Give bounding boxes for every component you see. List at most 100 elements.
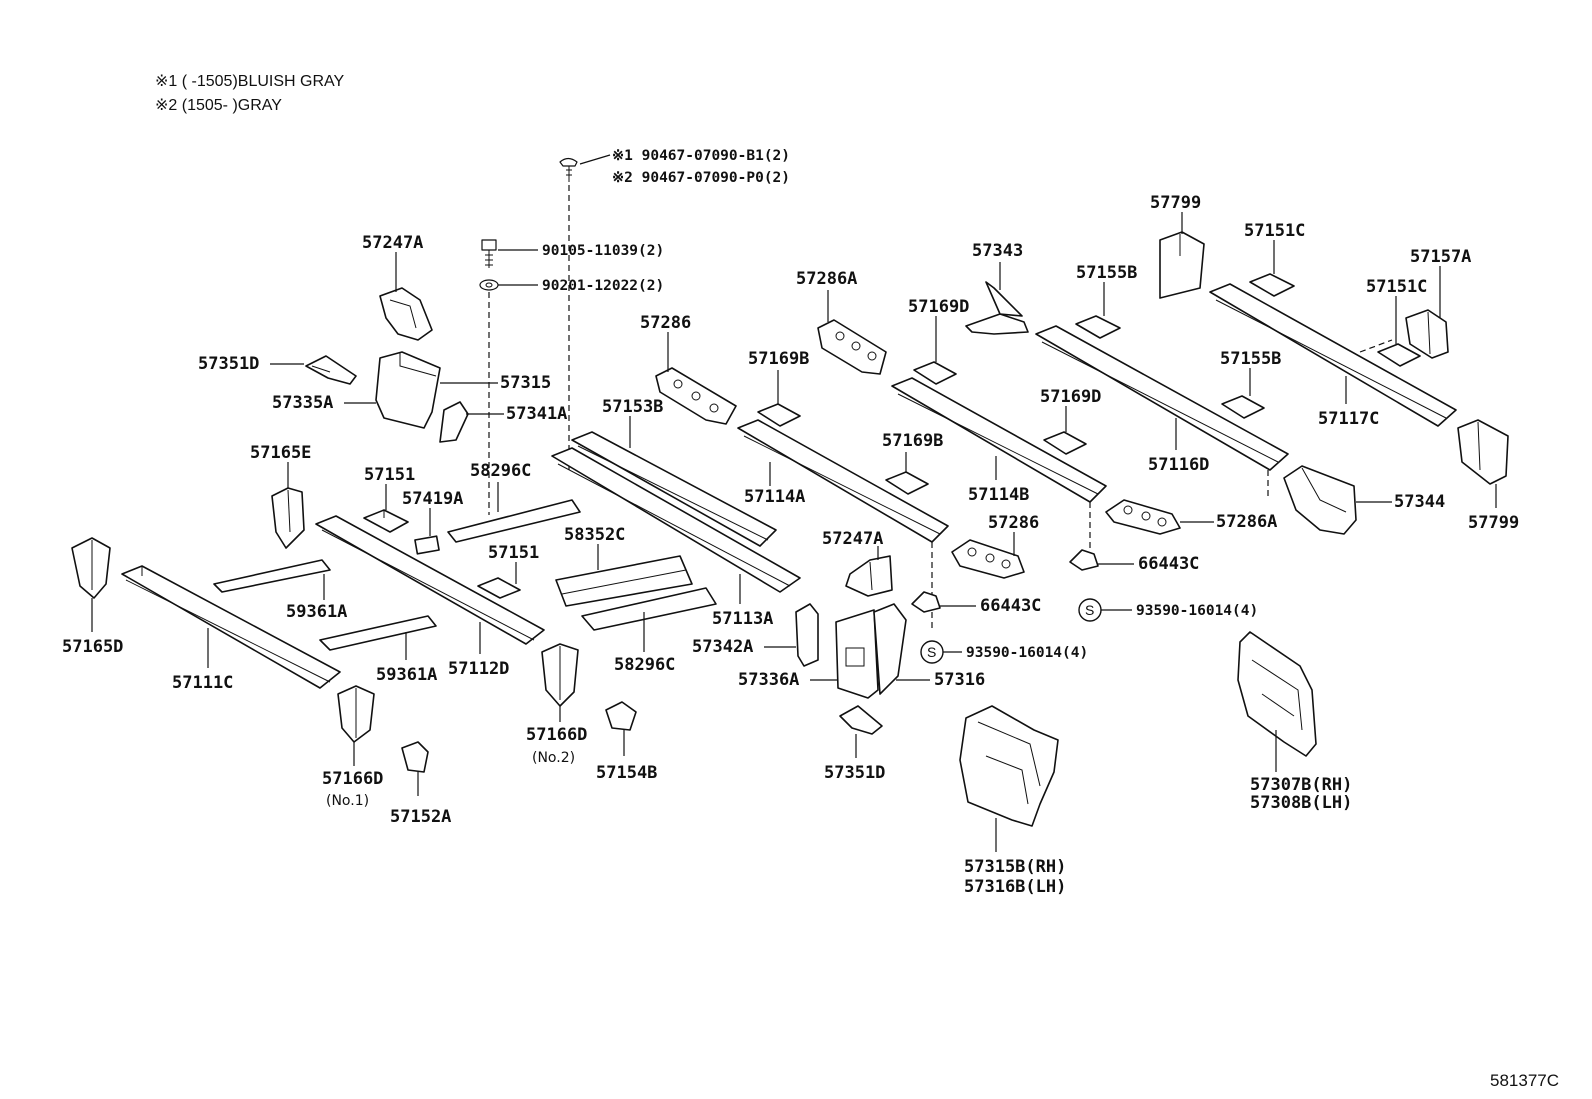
label-57336A: 57336A [738, 670, 799, 690]
part-58352C[interactable] [555, 555, 693, 607]
part-57166D-no1[interactable] [337, 685, 375, 743]
part-57799-bottom[interactable] [1457, 419, 1509, 485]
fastener-label-clip-1: ※1 90467-07090-B1(2) [612, 148, 790, 164]
label-57151-a: 57151 [364, 465, 415, 485]
part-57151C-b[interactable] [1377, 343, 1421, 367]
part-57247A-top[interactable] [379, 287, 433, 341]
part-57169B-b[interactable] [885, 471, 929, 495]
part-57286-b[interactable] [951, 539, 1025, 579]
part-57117C-rail[interactable] [1209, 283, 1457, 427]
part-57335A[interactable] [375, 351, 441, 429]
part-57351D-top[interactable] [305, 355, 357, 385]
label-57316: 57316 [934, 670, 985, 690]
part-57151-a[interactable] [363, 509, 409, 533]
label-57166D-no1-sub: (No.1) [326, 793, 369, 809]
label-57344: 57344 [1394, 492, 1445, 512]
part-58296C-top[interactable] [447, 499, 581, 543]
label-66443C-a: 66443C [980, 596, 1041, 616]
label-57169D-a: 57169D [908, 297, 969, 317]
part-57114B-rail[interactable] [891, 377, 1107, 503]
label-57117C: 57117C [1318, 409, 1379, 429]
label-59361A-b: 59361A [376, 665, 437, 685]
screw-symbol-b[interactable]: S [1078, 598, 1102, 622]
part-57151C-a[interactable] [1249, 273, 1295, 297]
label-57342A: 57342A [692, 637, 753, 657]
label-57307B: 57307B(RH) [1250, 775, 1352, 795]
label-57111C: 57111C [172, 673, 233, 693]
part-57152A[interactable] [401, 741, 429, 773]
label-57335A: 57335A [272, 393, 333, 413]
clip-part[interactable] [559, 157, 578, 183]
part-57316[interactable] [873, 603, 907, 695]
bolt-part[interactable] [481, 239, 497, 268]
part-57286A-top[interactable] [817, 319, 887, 375]
part-57286A-bottom[interactable] [1105, 499, 1181, 535]
note-bluish-gray: ※1 ( -1505)BLUISH GRAY [155, 73, 345, 90]
part-57116D-rail[interactable] [1035, 325, 1289, 471]
part-57341A[interactable] [439, 401, 469, 443]
part-57307B-57308B[interactable] [1237, 631, 1317, 757]
part-57154B[interactable] [605, 701, 637, 731]
part-57343[interactable] [965, 281, 1029, 335]
part-57113A-rail[interactable] [551, 447, 801, 593]
label-57153B: 57153B [602, 397, 663, 417]
part-59361A-a[interactable] [213, 559, 331, 593]
part-57151-b[interactable] [477, 577, 521, 599]
part-57157A[interactable] [1405, 309, 1449, 359]
label-57116D: 57116D [1148, 455, 1209, 475]
part-57315B-57316B[interactable] [959, 705, 1059, 827]
label-57166D-no2: 57166D [526, 725, 587, 745]
part-66443C-a[interactable] [911, 591, 941, 613]
label-57308B: 57308B(LH) [1250, 793, 1352, 813]
label-57157A: 57157A [1410, 247, 1471, 267]
label-57166D-no2-sub: (No.2) [532, 750, 575, 766]
label-57169B-a: 57169B [748, 349, 809, 369]
label-59361A-a: 59361A [286, 602, 347, 622]
part-57112D-rail[interactable] [315, 515, 545, 645]
label-57286-a: 57286 [640, 313, 691, 333]
part-57165D[interactable] [71, 537, 111, 599]
washer-part[interactable] [479, 279, 499, 291]
part-57342A[interactable] [795, 603, 819, 667]
part-57166D-no2[interactable] [541, 643, 579, 707]
screw-symbol-a[interactable]: S [920, 640, 944, 664]
part-57165E[interactable] [271, 487, 305, 549]
part-57114A-rail[interactable] [737, 419, 949, 543]
label-57316B: 57316B(LH) [964, 877, 1066, 897]
part-66443C-b[interactable] [1069, 549, 1099, 571]
part-57286-a[interactable] [655, 367, 737, 425]
label-57315: 57315 [500, 373, 551, 393]
label-57247A-mid: 57247A [822, 529, 883, 549]
svg-text:S: S [1085, 602, 1094, 618]
part-59361A-b[interactable] [319, 615, 437, 651]
label-screw-a: 93590-16014(4) [966, 645, 1088, 661]
part-57153B-rail[interactable] [571, 431, 777, 547]
label-57151C-b: 57151C [1366, 277, 1427, 297]
part-58296C-bottom[interactable] [581, 587, 717, 631]
part-57336A[interactable] [835, 609, 879, 699]
part-57169D-a[interactable] [913, 361, 957, 385]
label-57419A: 57419A [402, 489, 463, 509]
part-57169D-b[interactable] [1043, 431, 1087, 455]
label-58296C-top: 58296C [470, 461, 531, 481]
part-57155B-a[interactable] [1075, 315, 1121, 339]
part-57169B-a[interactable] [757, 403, 801, 427]
label-57799-bottom: 57799 [1468, 513, 1519, 533]
part-57799-top[interactable] [1159, 231, 1205, 299]
part-57419A[interactable] [414, 535, 440, 555]
label-57799-top: 57799 [1150, 193, 1201, 213]
part-57155B-b[interactable] [1221, 395, 1265, 419]
label-57165D: 57165D [62, 637, 123, 657]
label-57247A-top: 57247A [362, 233, 423, 253]
part-57247A-mid[interactable] [845, 555, 893, 597]
label-57286-b: 57286 [988, 513, 1039, 533]
diagram-id: 581377C [1490, 1071, 1559, 1090]
part-57111C-rail[interactable] [121, 565, 341, 689]
label-57112D: 57112D [448, 659, 509, 679]
label-57341A: 57341A [506, 404, 567, 424]
label-57151C-a: 57151C [1244, 221, 1305, 241]
part-57344[interactable] [1283, 465, 1357, 535]
fastener-label-clip-2: ※2 90467-07090-P0(2) [612, 170, 790, 186]
part-57351D-bottom[interactable] [839, 705, 883, 735]
